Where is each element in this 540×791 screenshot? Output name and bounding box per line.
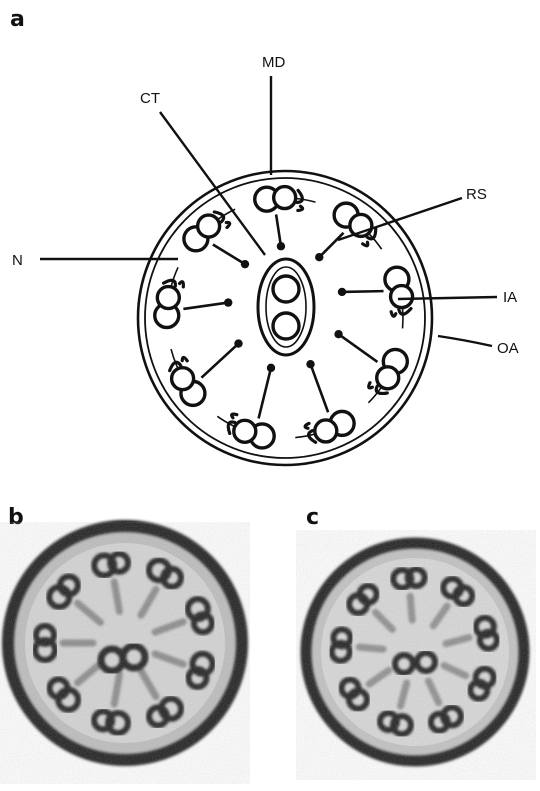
outer-doublet (305, 411, 354, 442)
radial-spoke (339, 334, 378, 362)
outer-doublet (385, 267, 413, 316)
spoke-head (234, 339, 242, 347)
label-ct: CT (140, 90, 160, 107)
radial-spoke (201, 344, 238, 378)
label-rs: RS (466, 186, 487, 203)
dynein-arm (391, 312, 396, 316)
micrograph-c-noise (296, 530, 536, 780)
radial-spoke (259, 368, 271, 419)
outer-doublet (155, 280, 184, 327)
spoke-head (334, 330, 342, 338)
radial-spoke (183, 303, 228, 309)
outer-doublet (184, 212, 230, 251)
dynein-arm (305, 423, 309, 428)
micrograph-b (0, 520, 250, 784)
spoke-head (277, 242, 285, 250)
micrograph-c (296, 530, 536, 780)
dynein-arm (182, 357, 187, 360)
dynein-arm (363, 242, 368, 246)
outer-doublet (228, 414, 274, 448)
outer-doublet (170, 357, 205, 405)
dynein-arm (180, 282, 184, 287)
label-md: MD (262, 54, 285, 71)
dynein-arm (232, 414, 237, 418)
spoke-head (315, 253, 323, 261)
spoke-head (306, 360, 314, 368)
outer-doublet (255, 187, 303, 212)
radial-spoke (319, 233, 343, 257)
central-microtubule (273, 313, 299, 339)
axoneme-schematic: MD CT RS N IA OA (12, 54, 519, 465)
dynein-arm (399, 309, 411, 315)
micrograph-b-noise (0, 522, 250, 784)
radial-spoke (213, 244, 245, 264)
label-ia: IA (503, 289, 517, 306)
oa-leader (438, 336, 492, 346)
spoke-head (267, 364, 275, 372)
dynein-arm (298, 206, 303, 210)
panel-label-a: a (10, 7, 25, 32)
spoke-head (338, 288, 346, 296)
dynein-arm (226, 222, 229, 227)
dynein-arm (297, 190, 302, 202)
radial-spoke (311, 364, 329, 412)
panel-label-c: c (306, 505, 319, 530)
label-oa: OA (497, 340, 519, 357)
central-apparatus (258, 259, 314, 355)
radial-spoke (276, 214, 281, 246)
spoke-head (241, 260, 249, 268)
radial-spoke (342, 291, 384, 292)
outer-doublet (369, 349, 408, 393)
spoke-head (224, 298, 232, 306)
central-microtubule (273, 276, 299, 302)
dynein-arm (369, 383, 373, 388)
label-n: N (12, 252, 23, 269)
